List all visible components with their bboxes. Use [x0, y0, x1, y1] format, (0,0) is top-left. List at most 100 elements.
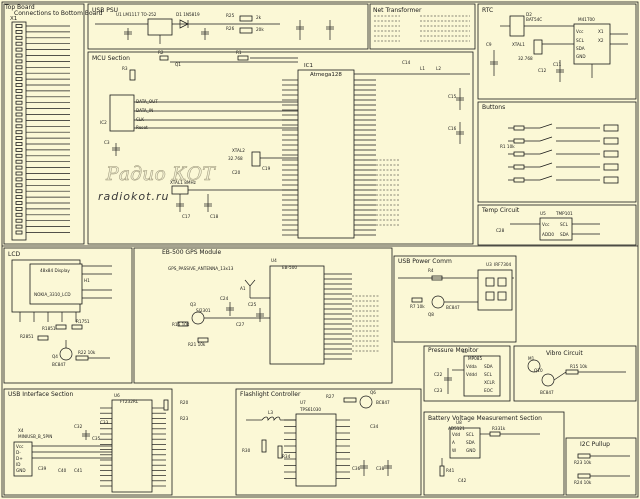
r16-label: R16 10k — [172, 322, 190, 327]
r41-label: R41 — [446, 468, 455, 473]
frame-pressure — [423, 345, 511, 402]
svg-text:XCLR: XCLR — [484, 380, 495, 385]
r25-label: R25 — [226, 13, 235, 18]
u4-pins — [324, 273, 380, 360]
section-title-net-transformer: Net Transformer — [373, 7, 422, 14]
net-transformer-list — [374, 15, 470, 42]
frame-usb-interface — [3, 388, 173, 496]
c40-label: C40 — [58, 468, 67, 473]
a1-label: A1 — [240, 286, 246, 291]
r3-label: R3 — [122, 66, 128, 71]
i2c-circuit: R23 10k R24 10k — [574, 453, 630, 485]
u4-name: EB-500 — [282, 265, 297, 270]
vibro-circuit: M1 Q10 BC847 R15 10k — [527, 356, 626, 395]
c24-label: C24 — [220, 296, 229, 301]
frame-flashlight — [235, 388, 422, 496]
svg-text:Reset: Reset — [136, 125, 148, 130]
section-title-vibro: Vibro Circuit — [546, 350, 583, 357]
svg-text:Vcc: Vcc — [542, 222, 550, 227]
c14-label: C14 — [402, 60, 411, 65]
section-title-connections: Connections to Bottom Board — [14, 10, 103, 17]
r331-label: R331k — [492, 426, 506, 431]
c11-label: C11 — [553, 62, 562, 67]
r-btn-label: R1 10k — [500, 144, 515, 149]
c35-label: C35 — [92, 436, 101, 441]
c39-label: C39 — [38, 466, 47, 471]
c15-label: C15 — [448, 94, 457, 99]
r2-label: R2 — [158, 50, 164, 55]
frame-usb-psu — [87, 3, 369, 50]
frame-mcu — [87, 51, 474, 245]
q3-label: Q3 — [190, 302, 196, 307]
watermark-brand: Радио КОТ — [105, 163, 216, 185]
h1-label: H1 — [84, 278, 90, 283]
antenna-name: GPS_PASSIVE_ANTENNA_13x13 — [168, 266, 234, 271]
r20-label: R20 — [180, 400, 189, 405]
svg-text:Vdda: Vdda — [466, 364, 477, 369]
svg-text:SDA: SDA — [466, 440, 475, 445]
svg-text:Vdd: Vdd — [452, 432, 461, 437]
r27-label: R27 — [326, 394, 335, 399]
q4-label: Q4 — [52, 354, 58, 359]
l3-label: L3 — [268, 410, 273, 415]
r1751-label: R1751 — [76, 319, 90, 324]
ic1-body — [297, 69, 355, 239]
svg-text:D-: D- — [16, 450, 21, 455]
frame-battery — [423, 411, 565, 496]
lcd-size: 48x84 Display — [40, 268, 70, 273]
r24-i2c-label: R24 10k — [574, 480, 592, 485]
section-title-buttons: Buttons — [482, 104, 505, 111]
u1-label: U1 LM1117 TO-252 — [116, 12, 157, 17]
c3-label: C3 — [104, 140, 110, 145]
q10-name: BC847 — [540, 390, 554, 395]
c17-label: C17 — [182, 214, 191, 219]
r30-label: R30 — [242, 448, 251, 453]
q4-name: BC847 — [52, 362, 66, 367]
frame-i2c — [565, 437, 637, 496]
section-title-top-board: Top Board — [4, 4, 35, 11]
svg-text:ADD0: ADD0 — [542, 232, 554, 237]
svg-text:SCL: SCL — [466, 432, 475, 437]
c19-label: C19 — [262, 166, 271, 171]
section-title-usb-interface: USB Interface Section — [8, 391, 73, 398]
c28-label: C28 — [496, 228, 505, 233]
section-title-flashlight: Flashlight Controller — [240, 391, 301, 398]
s1-label: S1 — [462, 349, 468, 354]
c20-label: C20 — [232, 170, 241, 175]
r4-label: R4 — [428, 268, 434, 273]
svg-text:W: W — [452, 448, 456, 453]
r26-value: 20k — [256, 27, 264, 32]
section-title-i2c: I2C Pullup — [580, 441, 610, 448]
frame-connections — [3, 3, 85, 245]
rtc-chip-name: M41T00 — [578, 17, 595, 22]
r34-label: R34 — [282, 454, 291, 459]
ic1-ref: IC1 — [304, 63, 313, 69]
r21-label: R21 10k — [188, 342, 206, 347]
svg-text:DATA_IN: DATA_IN — [136, 108, 153, 113]
r1851-label: R1851 — [42, 326, 56, 331]
svg-text:GND: GND — [576, 54, 586, 59]
ic2-body — [109, 94, 135, 132]
svg-text:GND: GND — [466, 448, 476, 453]
c23-label: C23 — [434, 388, 443, 393]
usb-power-circuit: U3 IRF7304 R4 R7 10k Q8 BC847 — [398, 262, 514, 317]
svg-text:Vcc: Vcc — [576, 29, 584, 34]
u6-label: U6 — [114, 393, 120, 398]
l2-label: L2 — [436, 66, 441, 71]
c34-label: C34 — [370, 424, 379, 429]
d2-name: BAT54C — [526, 17, 542, 22]
r2851-label: R2851 — [20, 334, 34, 339]
frame-usb-power — [393, 255, 517, 343]
svg-text:GND: GND — [16, 468, 26, 473]
c22-label: C22 — [434, 372, 443, 377]
xtal2-label: XTAL2 — [232, 148, 245, 153]
svg-text:X1: X1 — [598, 29, 604, 34]
frame-buttons — [477, 101, 637, 203]
svg-text:SDA: SDA — [560, 232, 569, 237]
